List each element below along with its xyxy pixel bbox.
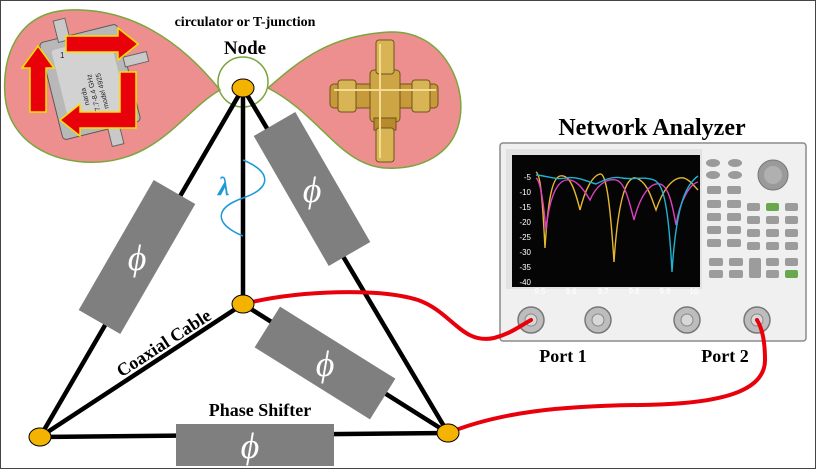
x-tick-label: 9.9 — [659, 287, 671, 296]
node-bottom-left — [28, 427, 52, 447]
trace-cyan — [535, 174, 699, 273]
port2-label: Port 2 — [701, 346, 748, 366]
trace-magenta — [535, 177, 699, 231]
phase-shifter-symbol: ϕ — [241, 426, 260, 466]
phase-shifter-left: ϕ — [78, 180, 196, 334]
port1-label: Port 1 — [539, 346, 586, 366]
phase-shifter-upper-right: ϕ — [253, 112, 371, 266]
phase-shifter-symbol: ϕ — [316, 344, 335, 384]
tjunction-balloon — [266, 31, 462, 169]
phase-shifter-label: Phase Shifter — [209, 400, 312, 420]
coax-inner-left-edge — [37, 301, 246, 440]
component-caption: circulator or T-junction — [175, 15, 316, 30]
y-tick-label: -10 — [519, 188, 531, 197]
analyzer-screen: -5 -10 -15 -20 -25 -30 -35 -40 9.5 9.6 9… — [512, 155, 700, 296]
y-tick-label: -5 — [524, 173, 532, 182]
y-tick-label: -40 — [519, 278, 531, 287]
circulator-port-label-a: 1 — [60, 51, 65, 60]
x-tick-label: 9.7 — [597, 287, 609, 296]
node-bottom-right — [436, 423, 460, 443]
node-center — [231, 294, 255, 314]
trace-gold — [535, 171, 699, 263]
cable-to-port2 — [446, 318, 768, 435]
circulator-balloon: narda 7.7-8.4 GHz model 4925 1 2 3 — [3, 9, 222, 163]
x-tick-label: 9.8 — [628, 287, 640, 296]
y-tick-label: -30 — [519, 248, 531, 257]
cable-to-port1 — [241, 290, 533, 341]
network-analyzer-title: Network Analyzer — [558, 115, 746, 141]
x-tick-label: 9.5 — [534, 287, 546, 296]
y-tick-label: -25 — [519, 233, 531, 242]
circulation-arrows-icon — [20, 26, 140, 138]
x-tick-label: 10 — [690, 287, 699, 296]
y-tick-label: -15 — [519, 203, 531, 212]
network-analyzer: -5 -10 -15 -20 -25 -30 -35 -40 9.5 9.6 9… — [499, 142, 807, 342]
phase-shifter-symbol: ϕ — [303, 170, 322, 210]
phase-shifter-symbol: ϕ — [128, 238, 147, 278]
circulator-brand: narda — [80, 87, 91, 106]
analyzer-keypad — [706, 159, 798, 278]
wavelength-wave — [220, 159, 266, 237]
y-tick-label: -35 — [519, 263, 531, 272]
node-label: Node — [224, 38, 266, 59]
tjunction-icon — [329, 39, 439, 163]
node-top — [231, 78, 255, 98]
wavelength-symbol: λ — [217, 172, 230, 201]
phase-shifter-lower-right: ϕ — [254, 306, 396, 420]
x-tick-label: 9.6 — [565, 287, 577, 296]
y-tick-label: -20 — [519, 218, 531, 227]
phase-shifter-bottom: ϕ — [176, 424, 334, 466]
